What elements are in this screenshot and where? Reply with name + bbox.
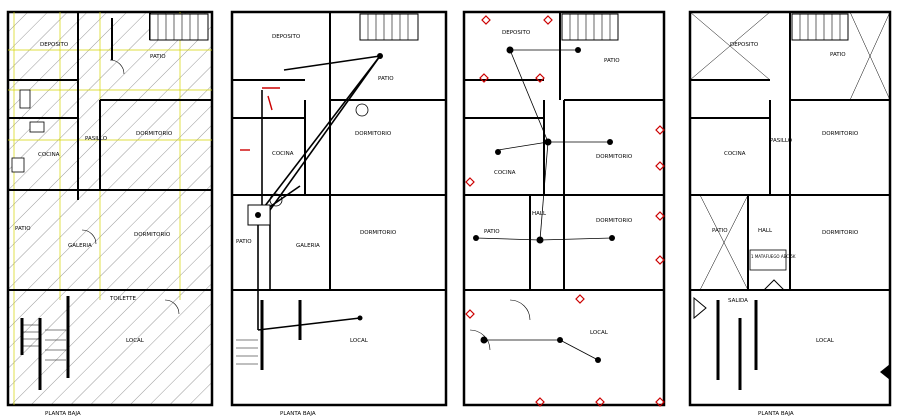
circuit-marker	[269, 193, 283, 207]
outer-wall	[462, 10, 666, 407]
plan-title: PLANTA BAJA	[758, 411, 794, 417]
room-label: LOCAL	[350, 338, 369, 344]
room-label: DORMITORIO	[596, 154, 633, 160]
stair-top	[149, 13, 209, 41]
room-label: DORMITORIO	[355, 131, 392, 137]
room-label: DORMITORIO	[596, 218, 633, 224]
room-label: DEPOSITO	[40, 42, 69, 48]
room-label: LOCAL	[816, 338, 835, 344]
wiring-lines	[257, 55, 381, 331]
interior-walls	[232, 12, 446, 291]
door-swing	[164, 299, 180, 315]
door-swing	[509, 299, 531, 321]
cross-diagonals	[689, 11, 891, 291]
stair-bottom-steps	[22, 324, 66, 361]
hatch-fill	[8, 12, 212, 405]
interior-walls	[690, 12, 890, 291]
plan-3: DEPOSITO PATIO DORMITORIO COCINA HALL PA…	[462, 10, 666, 407]
board-node	[255, 212, 261, 218]
room-label: PATIO	[378, 76, 394, 82]
plan-title: PLANTA BAJA	[45, 411, 81, 417]
light-points	[473, 46, 615, 363]
exit-arrow-icon	[762, 279, 786, 291]
stair-top	[791, 13, 849, 41]
room-label: PATIO	[484, 229, 500, 235]
room-label: LOCAL	[590, 330, 609, 336]
room-label: PATIO	[150, 54, 166, 60]
interior-walls	[464, 12, 664, 291]
light-point	[357, 315, 363, 321]
stove	[11, 157, 25, 173]
room-label: COCINA	[272, 151, 294, 157]
plan-title: PLANTA BAJA	[280, 411, 316, 417]
room-label: HALL	[758, 228, 773, 234]
room-label: DORMITORIO	[822, 230, 859, 236]
room-label: DORMITORIO	[360, 230, 397, 236]
room-label: PASILLO	[85, 136, 108, 142]
stair-steps	[799, 14, 841, 40]
bathtub	[19, 89, 31, 109]
room-label: PATIO	[830, 52, 846, 58]
stair-top	[359, 13, 419, 41]
room-label: COCINA	[494, 170, 516, 176]
room-label: PATIO	[15, 226, 31, 232]
room-label: PASILLO	[770, 138, 793, 144]
door-swing	[469, 329, 491, 351]
stair-bottom-walls	[20, 296, 70, 390]
extinguisher-label: 1 MATAFUEGO ABC 5K	[751, 254, 796, 259]
room-label: PATIO	[604, 58, 620, 64]
room-label: DEPOSITO	[272, 34, 301, 40]
door-swing	[109, 59, 125, 75]
extinguisher-box	[749, 249, 787, 271]
room-label: GALERIA	[68, 243, 92, 249]
room-label: COCINA	[724, 151, 746, 157]
room-label: PATIO	[712, 228, 728, 234]
room-label: LOCAL	[126, 338, 145, 344]
red-markers	[465, 15, 665, 407]
plan-4: DEPOSITO PATIO DORMITORIO PASILLO COCINA…	[688, 10, 892, 417]
room-label: DEPOSITO	[502, 30, 531, 36]
red-circuit	[240, 87, 280, 151]
room-label: DORMITORIO	[134, 232, 171, 238]
door-swing	[81, 229, 97, 245]
room-label: DEPOSITO	[730, 42, 759, 48]
circuit-wires	[475, 49, 613, 361]
exit-arrow-icon	[880, 364, 890, 380]
stair-bottom-walls	[260, 300, 302, 370]
exit-label: SALIDA	[728, 298, 748, 304]
room-label: COCINA	[38, 152, 60, 158]
evacuation-stair	[716, 300, 758, 390]
stair-top	[561, 13, 619, 41]
plan-1: DEPOSITO PATIO DORMITORIO PASILLO COCINA…	[6, 10, 214, 417]
circuit-marker	[355, 103, 369, 117]
plan-2: DEPOSITO PATIO DORMITORIO COCINA GALERIA…	[230, 10, 448, 417]
outer-wall	[230, 10, 448, 407]
light-point	[377, 53, 383, 59]
room-label: GALERIA	[296, 243, 320, 249]
room-label: DORMITORIO	[136, 131, 173, 137]
exit-arrow-icon	[693, 296, 707, 320]
stair-steps	[157, 14, 199, 40]
room-label: HALL	[532, 211, 547, 217]
stair-steps	[367, 14, 409, 40]
room-label: DORMITORIO	[822, 131, 859, 137]
room-label: TOILETTE	[109, 296, 136, 302]
kitchen-sink	[29, 121, 45, 133]
stair-steps	[569, 14, 611, 40]
stair-bottom-steps	[236, 339, 258, 365]
outer-wall	[6, 10, 214, 407]
room-label: PATIO	[236, 239, 252, 245]
